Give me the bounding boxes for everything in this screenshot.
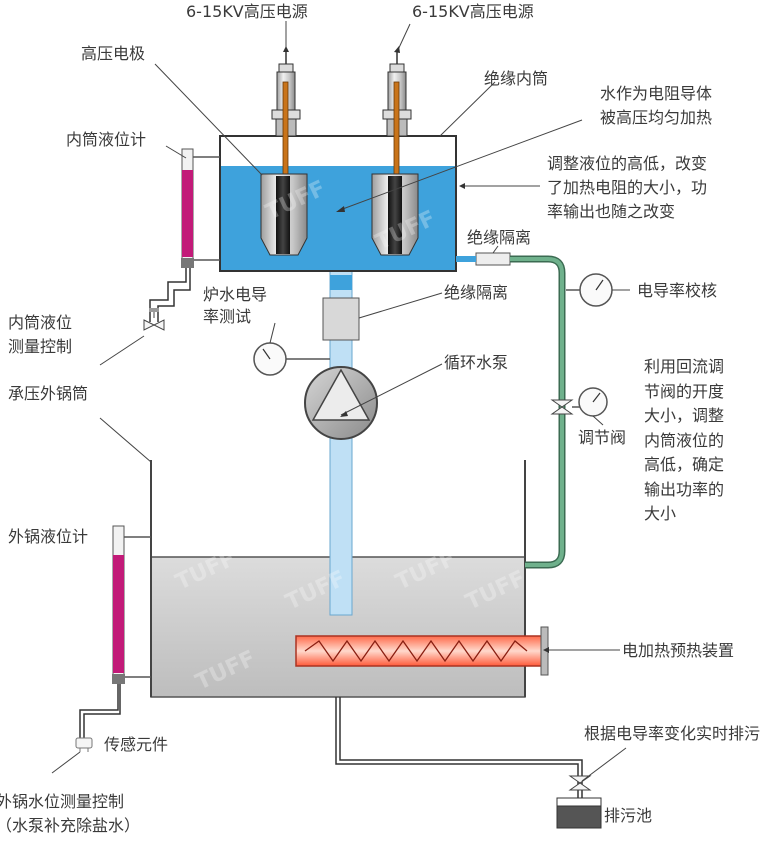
- hv-electrode-left: [260, 52, 308, 256]
- label-inner-level-control: 内筒液位 测量控制: [8, 313, 73, 356]
- circulation-pump-icon: [304, 366, 378, 440]
- leader-arrowheads: [283, 46, 549, 653]
- label-insulation-return: 绝缘隔离: [467, 228, 532, 247]
- label-circulation-pump: 循环水泵: [444, 353, 509, 372]
- inner-insulated-cylinder: [219, 135, 457, 272]
- furnace-water-conductivity-meter-icon: [253, 342, 330, 376]
- label-blowdown-note: 根据电导率变化实时排污: [584, 724, 761, 743]
- label-electric-preheater: 电加热预热装置: [622, 641, 735, 660]
- label-level-adjust-note: 调整液位的高低，改变 了加热电阻的大小，功 率输出也随之改变: [547, 154, 708, 221]
- label-water-resistor: 水作为电阻导体 被高压均匀加热: [600, 84, 713, 127]
- label-hv-source-right: 6-15KV高压电源: [412, 2, 534, 21]
- sensor-element-icon: [75, 737, 93, 752]
- outer-gauge-fill: [113, 555, 124, 673]
- label-pressure-outer-shell: 承压外锅筒: [8, 384, 89, 403]
- blowdown-tank-icon: [556, 805, 602, 829]
- label-insulated-inner-cylinder: 绝缘内筒: [484, 69, 549, 88]
- label-hv-source-left: 6-15KV高压电源: [186, 2, 308, 21]
- conductivity-calibration-meter-icon: [566, 273, 613, 307]
- label-insulation-central: 绝缘隔离: [444, 283, 509, 302]
- label-blowdown-tank: 排污池: [604, 806, 653, 825]
- label-regulating-valve: 调节阀: [578, 428, 627, 447]
- insulation-sleeve-central: [322, 297, 360, 341]
- blowdown-valve-icon: [568, 775, 592, 791]
- electric-preheater: [295, 626, 549, 676]
- label-furnace-water-test: 炉水电导 率测试: [203, 285, 268, 326]
- insulation-sleeve-return: [475, 252, 511, 266]
- label-outer-level-control: 外锅水位测量控制 （水泵补充除盐水）: [0, 792, 141, 835]
- outer-level-gauge: [79, 525, 151, 738]
- blowdown-line: [335, 697, 602, 829]
- label-return-valve-note: 利用回流调 节阀的开度 大小，调整 内筒液位的 高低，确定 输出功率的 大小: [644, 357, 725, 523]
- label-sensor-element: 传感元件: [104, 735, 169, 754]
- inner-gauge-fill: [182, 170, 193, 257]
- label-outer-level-gauge: 外锅液位计: [8, 527, 89, 546]
- label-conductivity-calibration: 电导率校核: [637, 281, 718, 300]
- label-inner-level-gauge: 内筒液位计: [66, 130, 147, 149]
- inner-level-control-valve-icon: [143, 308, 165, 331]
- label-hv-electrode: 高压电极: [81, 44, 146, 63]
